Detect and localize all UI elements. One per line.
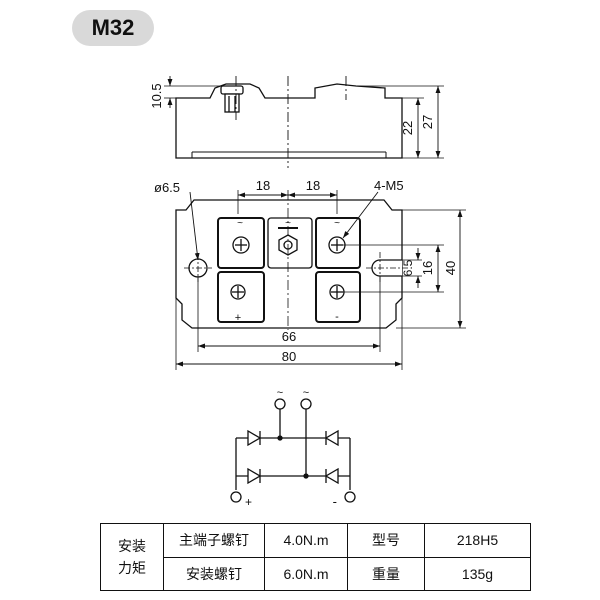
bridge-schematic: [230, 398, 356, 503]
spec-key-value: 135g: [424, 556, 531, 591]
model-badge: M32: [72, 10, 154, 46]
dim-terminal-pitch: 16: [420, 261, 435, 275]
spec-key-value: 218H5: [424, 523, 531, 558]
node-pos: [230, 491, 242, 503]
node-ac2: [300, 398, 312, 410]
term-mark-pos: +: [235, 312, 241, 324]
term-mark-neg: -: [335, 311, 339, 323]
dim-hole-spacing: 66: [282, 329, 296, 344]
dim-thread: 4-M5: [374, 178, 404, 193]
top-view-outline: [175, 199, 403, 329]
spec-label: 安装螺钉: [163, 556, 265, 591]
torque-label-line-2: 力矩: [118, 560, 146, 576]
node-neg: [344, 491, 356, 503]
diode-2-icon: [324, 429, 339, 447]
terminal-pos: [217, 271, 265, 323]
torque-group-label: 安装 力矩: [100, 523, 164, 591]
side-view: [164, 76, 444, 168]
term-mark-center: ~: [285, 218, 291, 229]
spec-key: 型号: [347, 523, 425, 558]
term-mark-ac2: ~: [334, 218, 340, 229]
torque-label-line-1: 安装: [118, 538, 146, 554]
spec-table: 安装 力矩 主端子螺钉 4.0N.m 型号 218H5 安装螺钉 6.0N.m …: [100, 523, 531, 591]
dim-pitch-left: 18: [256, 178, 270, 193]
screw-pos-icon: [230, 284, 246, 300]
model-title: M32: [91, 15, 135, 40]
terminal-neg: [315, 271, 361, 323]
top-view: [175, 190, 466, 370]
dim-total-height: 27: [420, 115, 435, 129]
schem-label-neg: -: [333, 494, 337, 509]
dim-total-length: 80: [282, 349, 296, 364]
screw-ac1-icon: [232, 236, 250, 254]
schem-label-pos: +: [245, 495, 252, 509]
dim-total-width: 40: [443, 261, 458, 275]
dim-body-height: 22: [400, 121, 415, 135]
diode-4-icon: [324, 467, 339, 485]
side-terminal-screw: [220, 85, 244, 113]
terminal-center: [267, 217, 313, 269]
spec-key: 重量: [347, 556, 425, 591]
schem-label-ac2: ~: [303, 387, 309, 399]
spec-label: 主端子螺钉: [163, 523, 265, 558]
spec-row: 安装 力矩 主端子螺钉 4.0N.m 型号 218H5: [100, 523, 531, 591]
dim-hole-diameter: ø6.5: [154, 180, 180, 195]
dim-pitch-right: 18: [306, 178, 320, 193]
node-ac1: [274, 398, 286, 410]
terminal-ac2: [315, 217, 361, 269]
spec-value: 4.0N.m: [264, 523, 348, 558]
term-mark-ac1: ~: [237, 218, 243, 229]
schem-label-ac1: ~: [277, 387, 283, 399]
diode-3-icon: [247, 467, 262, 485]
terminal-ac1: [217, 217, 265, 269]
spec-row: 安装螺钉 6.0N.m 重量 135g: [101, 556, 531, 591]
side-view-outline: [175, 83, 403, 159]
dim-base-height: 10.5: [149, 83, 164, 108]
dim-slot-height: 6.5: [401, 259, 415, 276]
spec-value: 6.0N.m: [264, 556, 348, 591]
diode-1-icon: [247, 429, 262, 447]
